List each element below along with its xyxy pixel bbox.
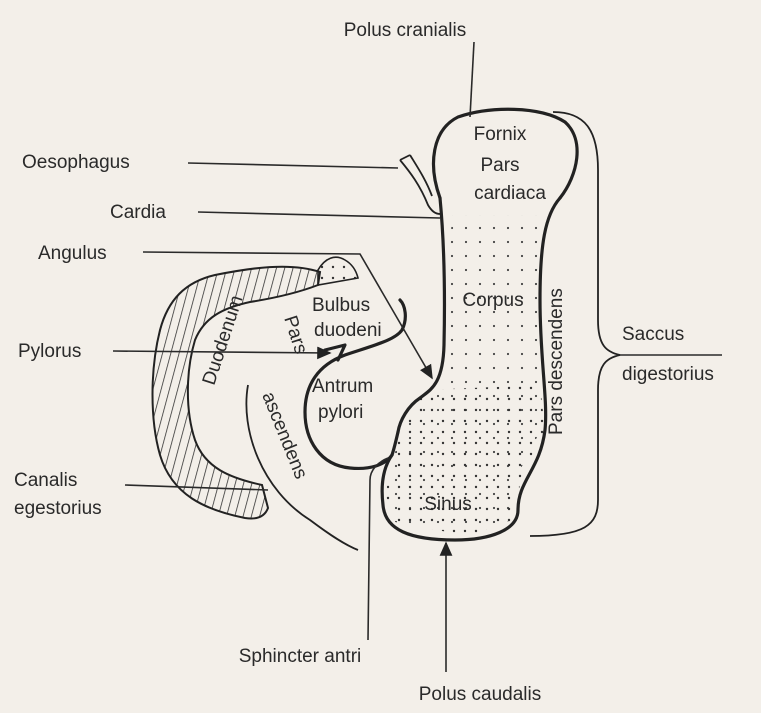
label-cardia: Cardia (110, 202, 166, 223)
bulbus-duodeni-shape (318, 257, 358, 285)
label-saccus-line1: Saccus (622, 324, 684, 345)
label-fornix: Fornix (474, 124, 527, 145)
label-pars-ascendens-line2: ascendens (257, 389, 311, 482)
label-corpus: Corpus (462, 290, 523, 311)
label-bulbus-line1: Bulbus (312, 295, 370, 316)
label-angulus: Angulus (38, 243, 107, 264)
oesophagus-leader (188, 163, 398, 168)
sphincter-leader (368, 458, 388, 640)
label-oesophagus: Oesophagus (22, 152, 130, 173)
label-canalis-line1: Canalis (14, 470, 77, 491)
label-saccus-line2: digestorius (622, 364, 714, 385)
label-sinus: Sinus (424, 494, 472, 515)
label-sphincter-antri: Sphincter antri (239, 646, 362, 667)
label-polus-cranialis: Polus cranialis (344, 20, 467, 41)
label-pars-cardiaca-line1: Pars (480, 155, 519, 176)
polus-cranialis-leader (470, 42, 474, 117)
label-bulbus-line2: duodeni (314, 320, 382, 341)
label-antrum-line2: pylori (318, 402, 363, 423)
label-polus-caudalis: Polus caudalis (419, 684, 542, 705)
label-pylorus: Pylorus (18, 341, 81, 362)
label-pars-descendens: Pars descendens (546, 288, 567, 435)
cardia-leader (198, 212, 440, 218)
saccus-brace (530, 112, 620, 536)
label-pars-cardiaca-line2: cardiaca (474, 183, 546, 204)
label-pars-ascendens-line1: Pars (279, 313, 311, 357)
label-antrum-line1: Antrum (312, 376, 373, 397)
label-canalis-line2: egestorius (14, 498, 102, 519)
